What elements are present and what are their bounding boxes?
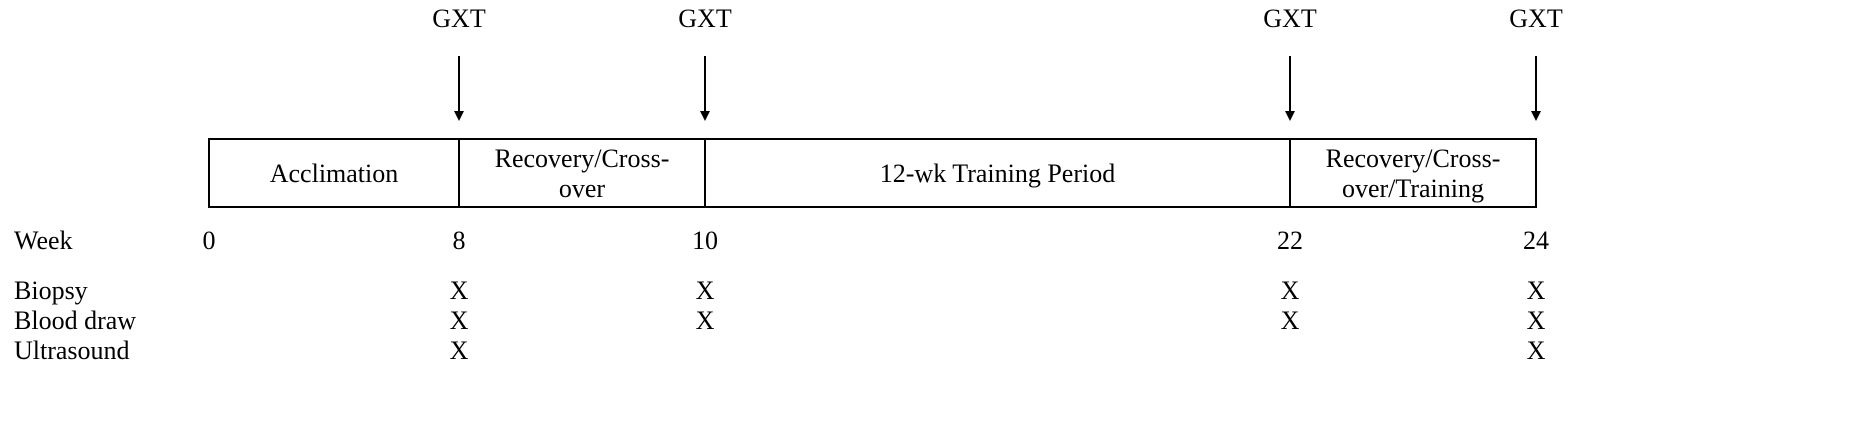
gxt-label: GXT xyxy=(1509,4,1563,33)
gxt-label: GXT xyxy=(678,4,732,33)
phase-label: 12-wk Training Period xyxy=(880,159,1115,188)
measurement-mark: X xyxy=(1527,306,1546,335)
measurement-mark: X xyxy=(450,306,469,335)
measurement-mark: X xyxy=(696,276,715,305)
measurement-mark: X xyxy=(1527,276,1546,305)
phase-label: Acclimation xyxy=(270,159,399,188)
gxt-label: GXT xyxy=(1263,4,1317,33)
phase-label: Recovery/Cross- xyxy=(495,144,670,173)
measurement-mark: X xyxy=(450,336,469,365)
measurement-mark: X xyxy=(1281,306,1300,335)
timeline-phases: Acclimation Recovery/Cross-over 12-wk Trai… xyxy=(208,138,1537,208)
gxt-arrows: GXT GXT GXT GXT xyxy=(432,4,1563,121)
phase-label: over/Training xyxy=(1342,174,1484,203)
week-number: 10 xyxy=(692,226,718,255)
week-number: 22 xyxy=(1277,226,1303,255)
week-numbers: 0 8 10 22 24 xyxy=(203,226,1550,255)
measurement-mark: X xyxy=(1527,336,1546,365)
week-row-label: Week xyxy=(14,226,73,255)
phase-label: over xyxy=(559,174,606,203)
week-number: 24 xyxy=(1523,226,1549,255)
measurement-label: Biopsy xyxy=(14,276,88,305)
gxt-label: GXT xyxy=(432,4,486,33)
measurement-mark: X xyxy=(1281,276,1300,305)
week-number: 0 xyxy=(203,226,216,255)
phase-box xyxy=(1289,138,1537,208)
measurement-mark: X xyxy=(450,276,469,305)
measurement-label: Blood draw xyxy=(14,306,136,335)
measurement-mark: X xyxy=(696,306,715,335)
week-number: 8 xyxy=(453,226,466,255)
phase-label: Recovery/Cross- xyxy=(1326,144,1501,173)
measurement-label: Ultrasound xyxy=(14,336,130,365)
